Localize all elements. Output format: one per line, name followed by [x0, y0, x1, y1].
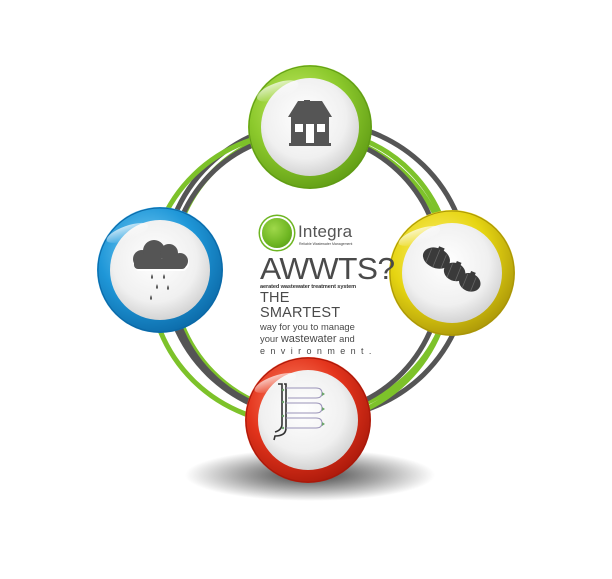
- node-rain[interactable]: [97, 207, 223, 333]
- line3-wastewater: wastewater: [280, 333, 337, 345]
- center-message: Integra Reliable Wastewater Management A…: [258, 218, 395, 357]
- line-the-smartest: THE SMARTEST: [260, 290, 341, 321]
- treatment-tanks-icon: [422, 246, 481, 292]
- house-icon: [288, 100, 332, 146]
- node-home[interactable]: [248, 65, 372, 189]
- line-way-to-manage: way for you to manage: [260, 321, 355, 332]
- integra-logo: Integra Reliable Wastewater Management: [258, 218, 378, 250]
- irrigation-lines-icon: [273, 383, 325, 441]
- rain-cloud-icon: [133, 240, 189, 300]
- line-environment: environment.: [260, 346, 377, 356]
- logo-tagline: Reliable Wastewater Management: [299, 242, 353, 246]
- line-your-wastewater: your wastewater and: [260, 333, 378, 345]
- line3-post: and: [339, 333, 355, 344]
- node-irrigation[interactable]: [245, 357, 371, 483]
- node-tanks[interactable]: [389, 210, 515, 336]
- headline: AWWTS?: [260, 251, 395, 286]
- headline-expansion: aerated wastewater treatment system: [260, 284, 356, 290]
- line3-pre: your: [260, 333, 279, 344]
- logo-name: Integra: [298, 222, 353, 241]
- logo-green-dot-icon: [262, 218, 292, 248]
